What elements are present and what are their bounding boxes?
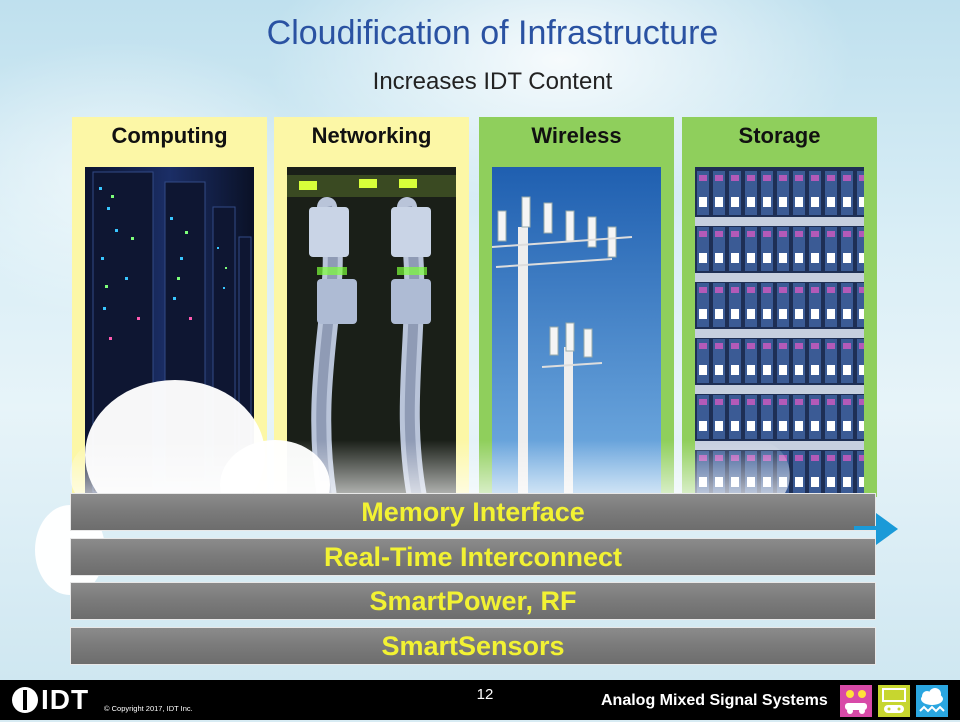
gaming-icon [878,685,910,717]
idt-logo-mark-icon [12,687,38,713]
panel-title: Networking [311,123,432,148]
panel-title: Wireless [531,123,622,148]
cloud-icon [916,685,948,717]
panel-title: Computing [111,123,228,148]
layer-real-time-interconnect: Real-Time Interconnect [70,538,876,576]
arrow-shaft [854,526,882,530]
layer-memory-interface: Memory Interface [70,493,876,531]
page-number: 12 [476,686,494,703]
brand-text: Analog Mixed Signal Systems [601,692,828,709]
copyright-text: © Copyright 2017, IDT Inc. [104,704,193,713]
slide-subtitle: Increases IDT Content [372,68,613,95]
arrow-right-icon [876,513,898,545]
panel-title: Storage [738,123,821,148]
layer-smartsensors: SmartSensors [70,627,876,665]
automotive-icon [840,685,872,717]
footer-bar: IDT © Copyright 2017, IDT Inc. 12 Analog… [0,680,960,720]
slide-title: Cloudification of Infrastructure [266,14,719,52]
layer-smartpower-rf: SmartPower, RF [70,582,876,620]
idt-logo: IDT [12,686,89,714]
